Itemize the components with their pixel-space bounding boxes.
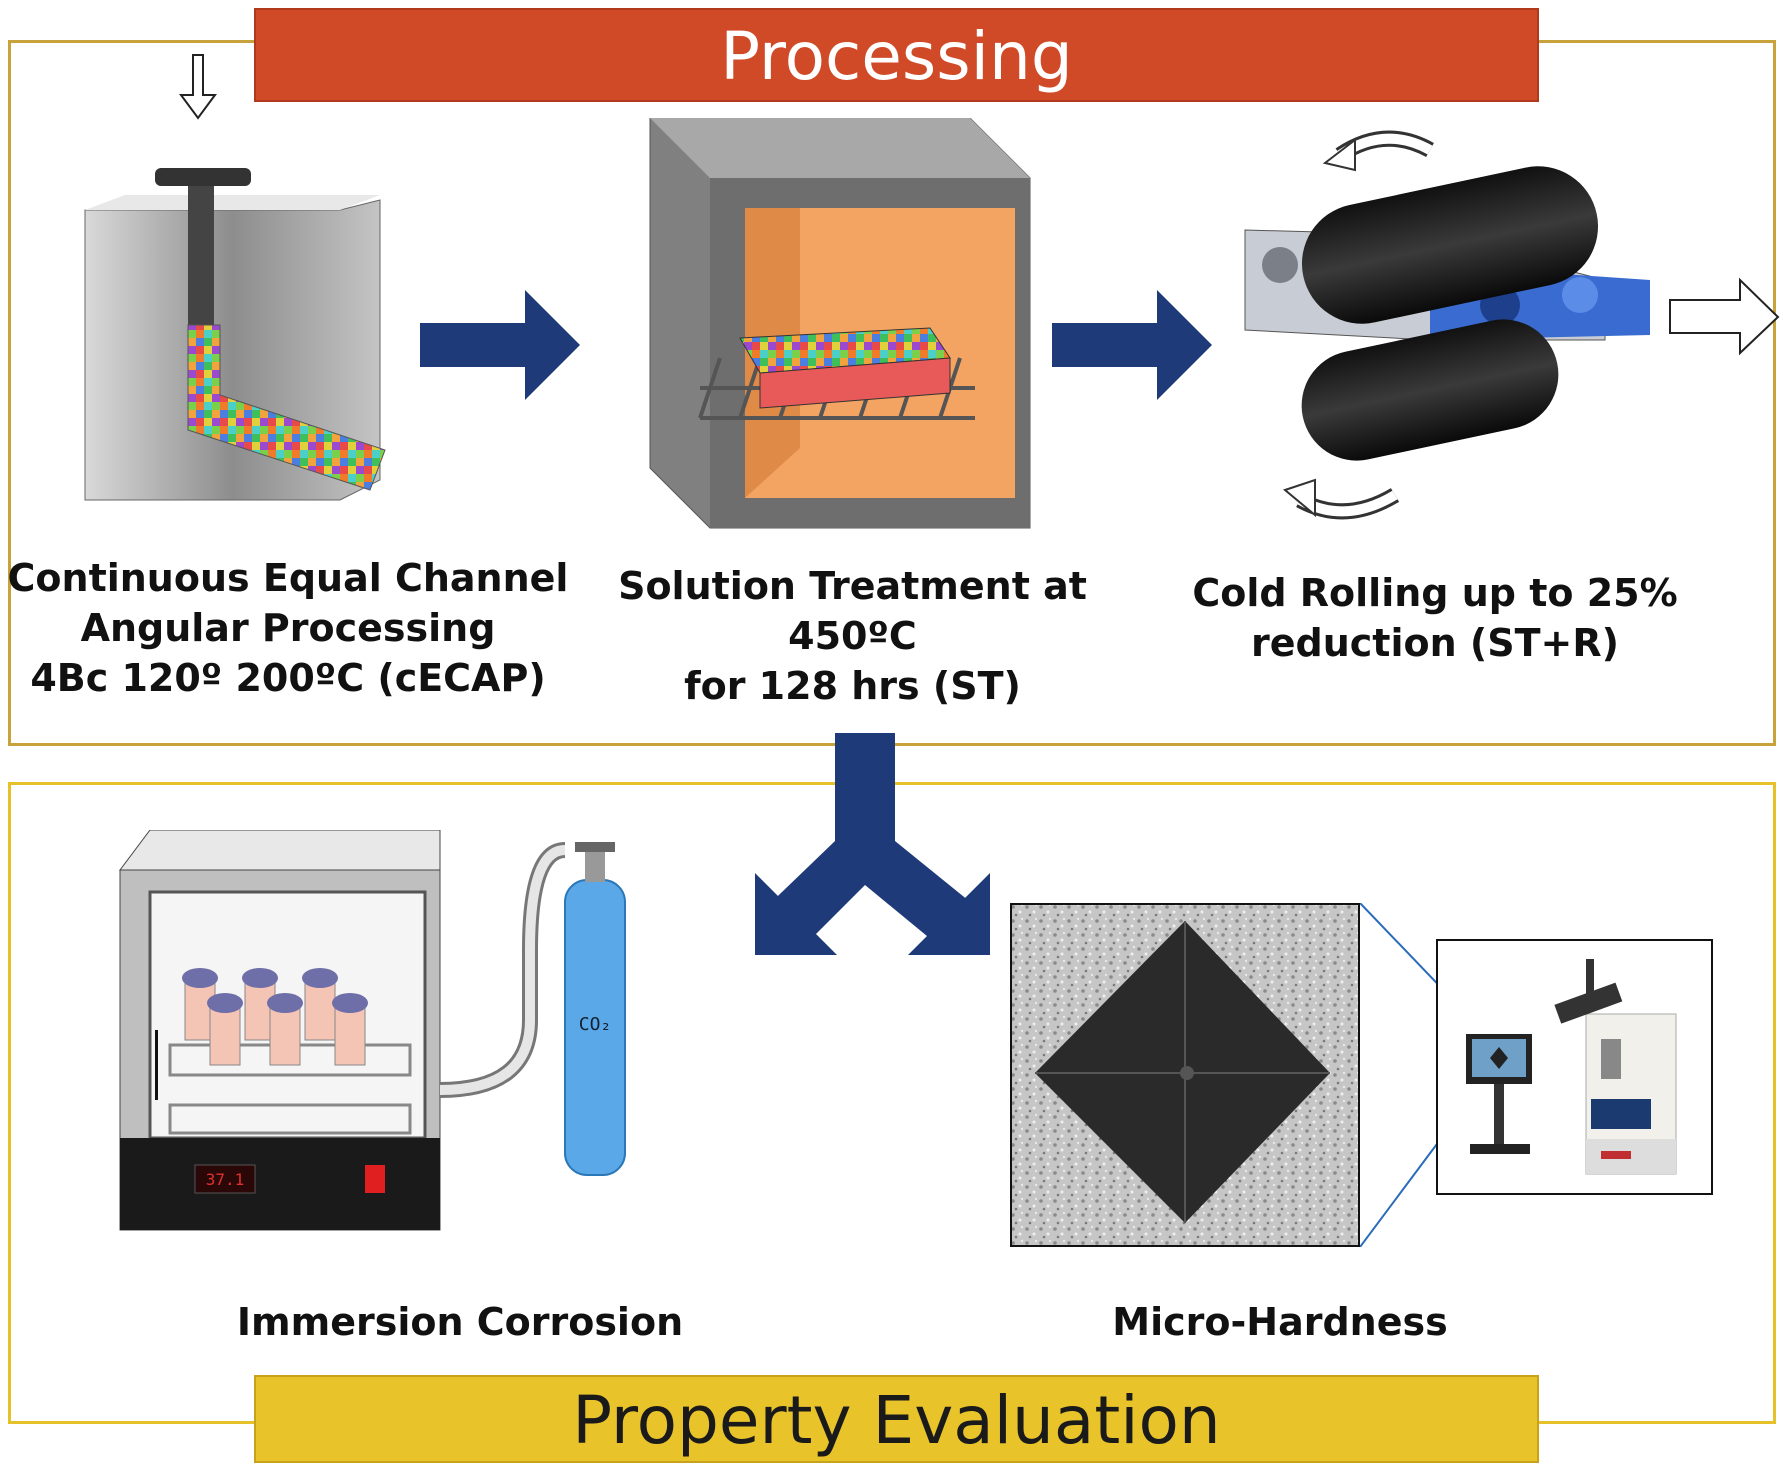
cecap-caption: Continuous Equal Channel Angular Process… [0, 553, 576, 703]
co2-label: CO₂ [579, 1014, 612, 1035]
cold-rolling-illustration [1244, 130, 1780, 520]
process-arrow-2 [1052, 290, 1212, 400]
cecap-caption-line-1: Continuous Equal Channel [7, 556, 569, 600]
hardness-tester-image [1436, 939, 1713, 1195]
st-caption-line-2: 450ºC [788, 614, 917, 658]
press-arrow-icon [179, 54, 217, 120]
split-arrow [755, 733, 990, 955]
immersion-corrosion-label: Immersion Corrosion [236, 1300, 684, 1344]
micro-hardness-label: Micro-Hardness [1112, 1300, 1448, 1344]
process-arrow-1 [420, 290, 580, 400]
incubator-display-text: 37.1 [206, 1170, 245, 1189]
power-switch [365, 1165, 385, 1193]
indentation-image [1010, 903, 1360, 1247]
st-caption-line-1: Solution Treatment at [618, 564, 1087, 608]
cold-rolling-caption: Cold Rolling up to 25% reduction (ST+R) [1170, 568, 1700, 668]
roll-caption-line-2: reduction (ST+R) [1251, 621, 1619, 665]
exit-arrow-icon [1669, 277, 1780, 356]
property-evaluation-banner: Property Evaluation [254, 1375, 1539, 1463]
furnace-illustration [649, 118, 1031, 529]
processing-banner: Processing [254, 8, 1539, 102]
solution-treatment-caption: Solution Treatment at 450ºC for 128 hrs … [600, 561, 1105, 711]
cecap-caption-line-2: Angular Processing [80, 606, 496, 650]
roll-caption-line-1: Cold Rolling up to 25% [1192, 571, 1678, 615]
incubator-display [194, 1164, 256, 1194]
st-caption-line-3: for 128 hrs (ST) [684, 664, 1021, 708]
ecap-die-illustration [84, 54, 386, 501]
incubator-illustration: 37.1 CO₂ [119, 830, 626, 1231]
cecap-caption-line-3: 4Bᴄ 120º 200ºC (cECAP) [30, 656, 546, 700]
